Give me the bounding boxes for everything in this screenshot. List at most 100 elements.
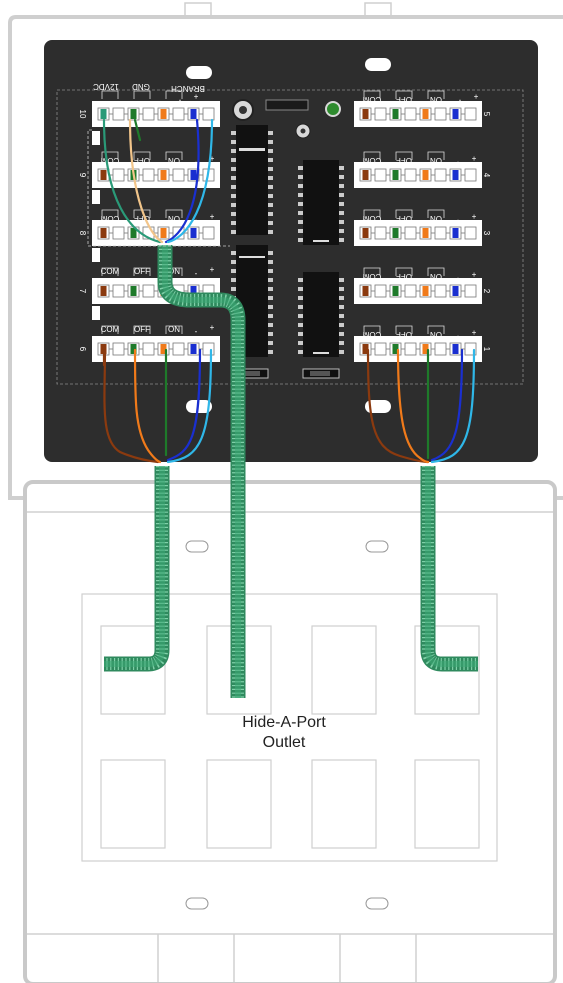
- label-bracket: [133, 90, 151, 99]
- ic-chip: [231, 245, 273, 357]
- wire-teal: [102, 118, 162, 244]
- label-com: COM: [362, 330, 381, 339]
- terminal-screw: [190, 170, 197, 180]
- wire-orange: [396, 348, 430, 464]
- label-off: OFF: [396, 330, 412, 339]
- terminal-block: [92, 336, 220, 362]
- row-number-left: 7: [78, 289, 87, 294]
- terminal-screw: [392, 109, 399, 119]
- label-bracket: [165, 151, 183, 160]
- wire-brown: [366, 348, 430, 464]
- label-gnd: GND: [132, 82, 150, 91]
- chip-strip: [313, 352, 329, 354]
- label-bracket: [427, 151, 445, 160]
- label-bracket: [395, 325, 413, 334]
- label-minus: -: [456, 216, 459, 225]
- label-minus: -: [178, 96, 181, 105]
- label-bracket: [165, 325, 183, 334]
- label-minus: -: [456, 274, 459, 283]
- terminal-screw: [362, 344, 369, 354]
- label-bracket: [133, 325, 151, 334]
- label-bracket: [133, 151, 151, 160]
- terminal-screw: [362, 170, 369, 180]
- ic-chip: [298, 160, 344, 245]
- label-on: ON: [168, 214, 180, 223]
- terminal-screw: [100, 170, 107, 180]
- label-on: ON: [430, 214, 442, 223]
- wire-brown: [103, 348, 160, 464]
- outlet-plate: [23, 480, 557, 983]
- label-plus: +: [473, 92, 478, 101]
- ic-chip: [298, 272, 344, 357]
- label-com: COM: [101, 267, 120, 276]
- terminal-screw: [452, 170, 459, 180]
- label-bracket: [363, 90, 381, 99]
- label-bracket: [101, 325, 119, 334]
- label-bracket: [427, 209, 445, 218]
- label-bracket: [101, 90, 119, 99]
- wire-tan: [128, 118, 164, 244]
- label-plus: +: [471, 270, 476, 279]
- label-off: OFF: [134, 267, 150, 276]
- wire-bundle: [87, 118, 478, 698]
- terminal-screw: [452, 286, 459, 296]
- terminal-screw: [422, 109, 429, 119]
- mount-slot-bottom-left: [186, 400, 212, 413]
- row-number-left: 8: [78, 231, 87, 236]
- label-com: COM: [100, 156, 119, 165]
- chip-strip: [239, 256, 265, 258]
- row-number-left: 9: [78, 173, 87, 178]
- label-bracket: [395, 151, 413, 160]
- label-com: COM: [362, 156, 381, 165]
- row-number-right: 4: [482, 173, 491, 178]
- label-bracket: [165, 209, 183, 218]
- label-minus: -: [195, 327, 198, 336]
- label-plus: +: [193, 92, 198, 101]
- terminal-screw: [160, 344, 167, 354]
- label-off: OFF: [134, 214, 150, 223]
- terminal-screw: [422, 228, 429, 238]
- label-com: COM: [101, 325, 120, 334]
- label-plus: +: [210, 265, 215, 274]
- led-indicator: [325, 101, 341, 117]
- terminal-screw: [130, 344, 137, 354]
- label-on: ON: [168, 156, 180, 165]
- label-on: ON: [430, 272, 442, 281]
- label-bracket: [363, 267, 381, 276]
- wire-orange: [133, 348, 162, 464]
- wire-light-blue: [166, 118, 214, 244]
- label-on: ON: [430, 156, 442, 165]
- terminal-screw: [190, 286, 197, 296]
- port-cutout: [100, 759, 166, 849]
- outlet-label-line2: Outlet: [263, 734, 306, 751]
- terminal-screw: [422, 170, 429, 180]
- label-bracket: [427, 267, 445, 276]
- terminal-block: [354, 336, 482, 362]
- label-off: OFF: [396, 156, 412, 165]
- label-off: OFF: [134, 325, 150, 334]
- terminal-screw: [160, 228, 167, 238]
- label-off: OFF: [396, 95, 412, 104]
- wire-blue: [166, 348, 202, 462]
- plate-slot-top-right: [365, 540, 389, 553]
- label-bracket: [101, 151, 119, 160]
- label-minus: -: [194, 216, 197, 225]
- label-plus: +: [471, 212, 476, 221]
- wire-green: [133, 118, 142, 142]
- plate-slot-bottom-left: [185, 897, 209, 910]
- port-cutout: [414, 759, 480, 849]
- terminal-screw: [160, 170, 167, 180]
- label-bracket: [363, 325, 381, 334]
- terminal-screw: [100, 344, 107, 354]
- terminal-screw: [100, 286, 107, 296]
- label-com: COM: [362, 214, 381, 223]
- terminal-screw: [130, 109, 137, 119]
- label-minus: -: [456, 332, 459, 341]
- port-cutout: [311, 759, 377, 849]
- label-plus: +: [210, 323, 215, 332]
- label-on: ON: [168, 267, 180, 276]
- terminal-screw: [190, 344, 197, 354]
- regulator: [265, 99, 309, 111]
- row-number-left: 6: [78, 347, 87, 352]
